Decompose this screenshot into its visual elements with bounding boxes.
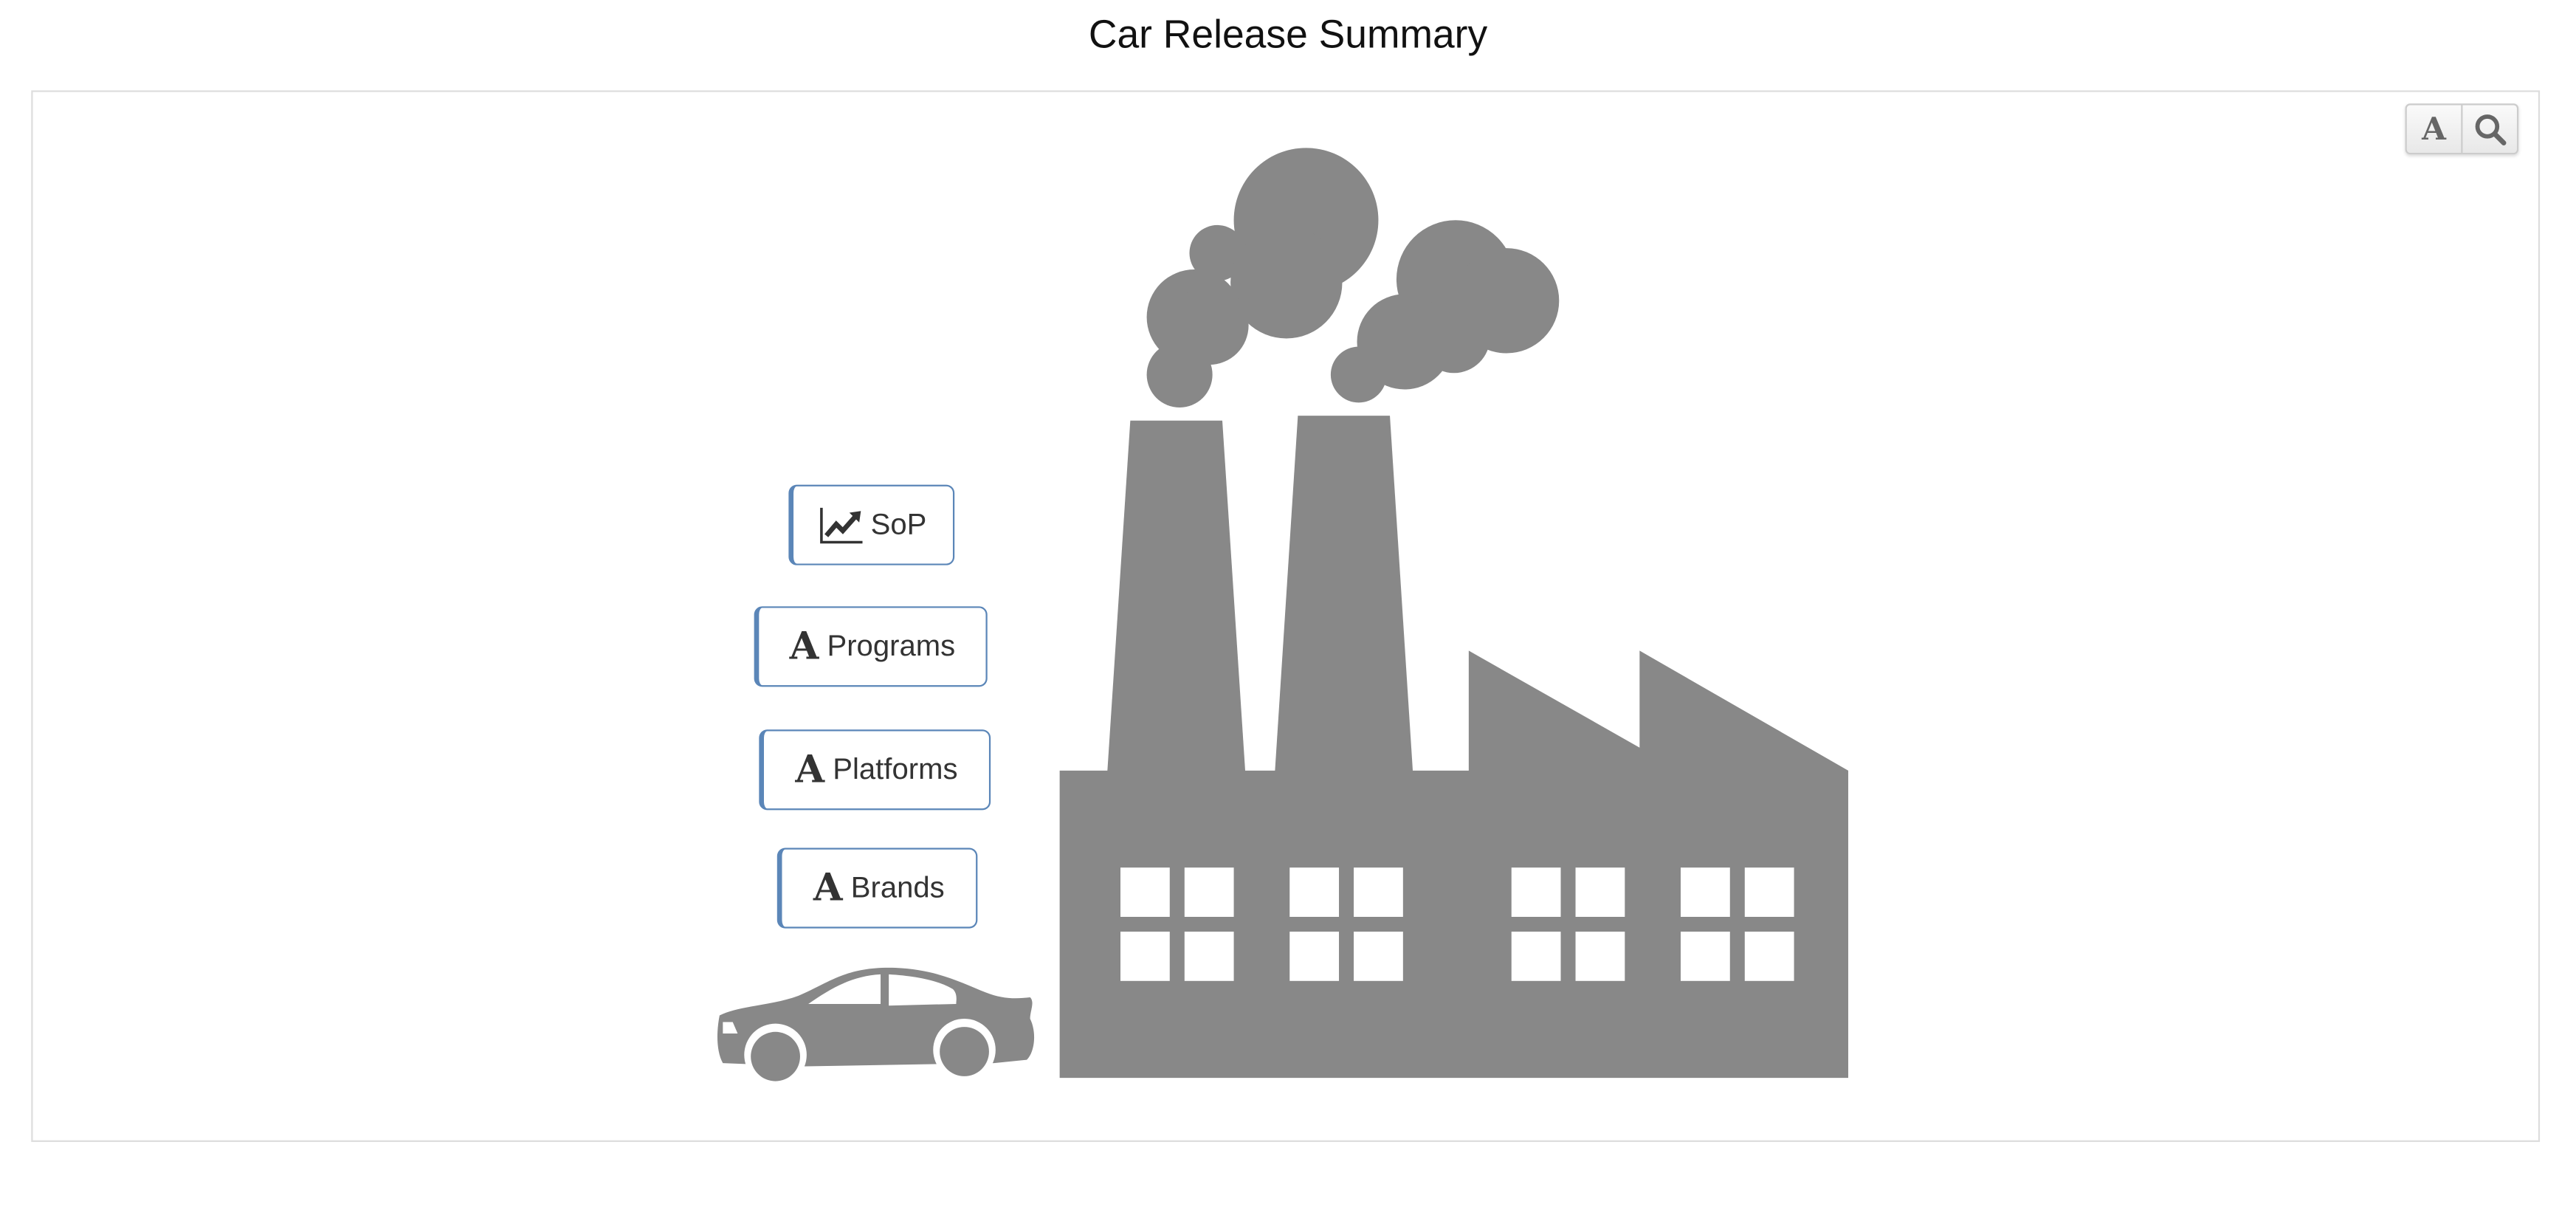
font-icon: A (813, 865, 843, 911)
brands-label: Brands (850, 870, 945, 904)
content-panel (31, 90, 2541, 1142)
search-button[interactable] (2461, 105, 2517, 153)
font-icon: A (789, 624, 819, 669)
programs-label: Programs (827, 629, 956, 662)
platforms-label: Platforms (833, 752, 958, 785)
font-button[interactable]: A (2407, 105, 2461, 153)
toolbar: A (2405, 103, 2519, 155)
page-title: Car Release Summary (1088, 13, 1488, 58)
smoke-clouds (1146, 148, 1560, 407)
font-icon: A (2422, 111, 2446, 148)
brands-button[interactable]: A Brands (776, 847, 978, 929)
sop-label: SoP (870, 507, 927, 541)
factory-icon (1059, 416, 1849, 1079)
factory-windows (1120, 867, 1794, 981)
font-icon: A (795, 747, 825, 792)
chart-line-icon (820, 506, 863, 543)
platforms-button[interactable]: A Platforms (759, 729, 991, 811)
car-icon (717, 967, 1035, 1087)
sop-button[interactable]: SoP (788, 484, 955, 565)
search-icon (2474, 114, 2506, 145)
programs-button[interactable]: A Programs (754, 606, 988, 687)
